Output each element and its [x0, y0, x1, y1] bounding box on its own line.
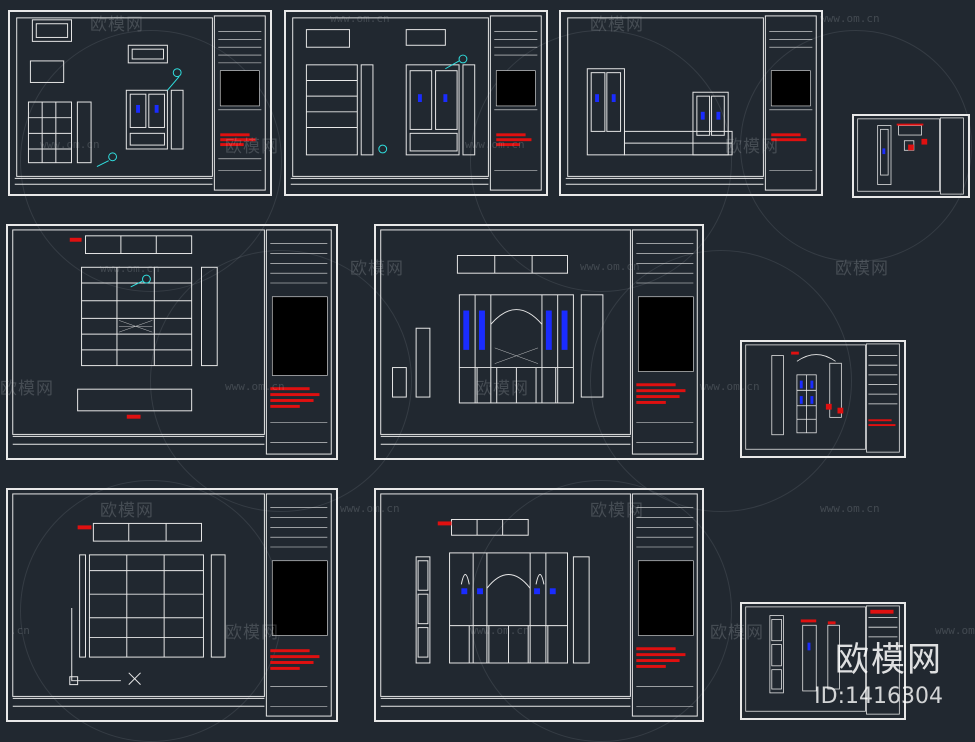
- sheet-display-cabinet-1[interactable]: [8, 10, 272, 196]
- cad-drawing: [745, 605, 900, 715]
- cad-drawing: [565, 15, 817, 191]
- watermark-brand: 欧模网: [590, 501, 644, 521]
- watermark-brand: 欧模网: [100, 501, 154, 521]
- cad-drawing: [745, 343, 900, 453]
- watermark-url: www.om.cn: [225, 380, 285, 393]
- watermark-brand: 欧模网: [0, 379, 54, 399]
- sheet-display-cabinet-3[interactable]: [559, 10, 823, 196]
- cad-drawing: [12, 493, 332, 717]
- watermark-url: www.om.cn: [935, 624, 975, 637]
- watermark-url: www.om.cn: [580, 260, 640, 273]
- watermark-brand: 欧模网: [710, 623, 764, 643]
- watermark-brand: 欧模网: [835, 259, 889, 279]
- watermark-url: www.om.cn: [100, 262, 160, 275]
- cad-drawing: [12, 229, 332, 455]
- watermark-url: www.om.cn: [700, 380, 760, 393]
- watermark-url: www.om.cn: [820, 12, 880, 25]
- watermark-url: www.om.cn: [340, 502, 400, 515]
- watermark-url: www.om.cn: [820, 502, 880, 515]
- watermark-brand: 欧模网: [90, 15, 144, 35]
- cad-drawing: [857, 117, 964, 195]
- watermark-ring: [740, 30, 972, 262]
- watermark-url: .cn: [10, 624, 30, 637]
- watermark-ring: [470, 30, 732, 292]
- watermark-url: www.om.cn: [465, 138, 525, 151]
- watermark-url: www.om.cn: [40, 138, 100, 151]
- model-id-label: ID:1416304: [814, 684, 943, 709]
- watermark-brand: 欧模网: [725, 137, 779, 157]
- brand-logo-text: 欧模网: [835, 640, 943, 680]
- cad-drawing: [14, 15, 266, 191]
- watermark-brand: 欧模网: [590, 15, 644, 35]
- watermark-url: www.om.cn: [330, 12, 390, 25]
- watermark-brand: 欧模网: [475, 379, 529, 399]
- watermark-ring: [590, 250, 852, 512]
- sheet-door-detail-small[interactable]: [852, 114, 970, 198]
- sheet-wine-cabinet-elevation[interactable]: [374, 224, 704, 460]
- watermark-brand: 欧模网: [225, 137, 279, 157]
- watermark-ring: [150, 250, 412, 512]
- sheet-bookcase-elevation[interactable]: [6, 224, 338, 460]
- watermark-brand: 欧模网: [225, 623, 279, 643]
- sheet-wardrobe-elevation[interactable]: [6, 488, 338, 722]
- sheet-arched-cabinet-elevation[interactable]: [374, 488, 704, 722]
- watermark-brand: 欧模网: [350, 259, 404, 279]
- cad-drawing: [380, 229, 698, 455]
- watermark-url: www.om.cn: [470, 624, 530, 637]
- sheet-door-detail-bottom[interactable]: [740, 602, 906, 720]
- sheet-display-cabinet-2[interactable]: [284, 10, 548, 196]
- cad-drawing: [380, 493, 698, 717]
- cad-drawing: [290, 15, 542, 191]
- sheet-door-detail-medium[interactable]: [740, 340, 906, 458]
- watermark-ring: [20, 30, 282, 292]
